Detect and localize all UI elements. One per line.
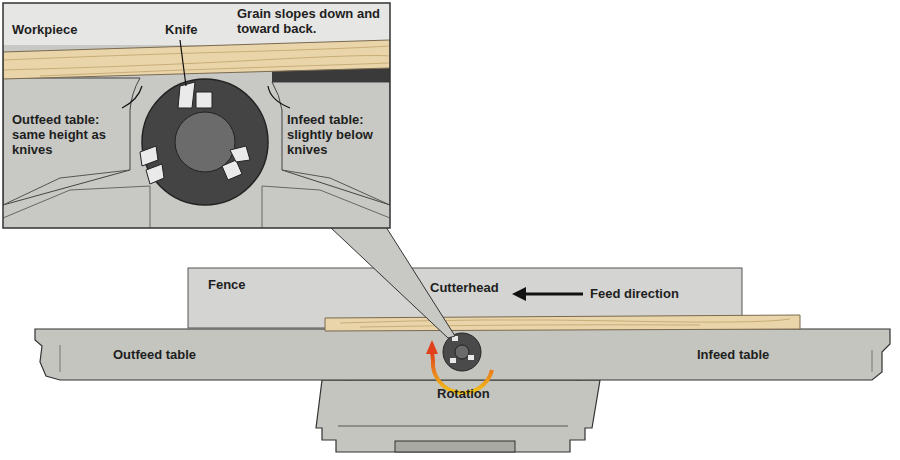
workpiece: [325, 315, 800, 331]
jointer-base: [316, 372, 600, 452]
part-label: Infeed table: slightly below knives: [287, 112, 387, 157]
part-label: Workpiece: [12, 22, 78, 37]
part-label: Infeed table: [697, 347, 769, 362]
feed-arrow: [524, 293, 583, 296]
part-label: Fence: [208, 277, 246, 292]
part-label: Outfeed table: same height as knives: [12, 112, 124, 157]
jointer-body: [35, 329, 890, 380]
direction-label: Rotation: [437, 386, 490, 401]
inset-detail: [3, 3, 399, 228]
part-label: Cutterhead: [430, 280, 499, 295]
cutterhead: [443, 333, 481, 371]
rotation-arrowhead: [426, 340, 438, 354]
note: Grain slopes down and toward back.: [237, 6, 387, 36]
part-label: Outfeed table: [113, 347, 196, 362]
direction-label: Feed direction: [590, 286, 679, 301]
part-label: Knife: [165, 22, 198, 37]
